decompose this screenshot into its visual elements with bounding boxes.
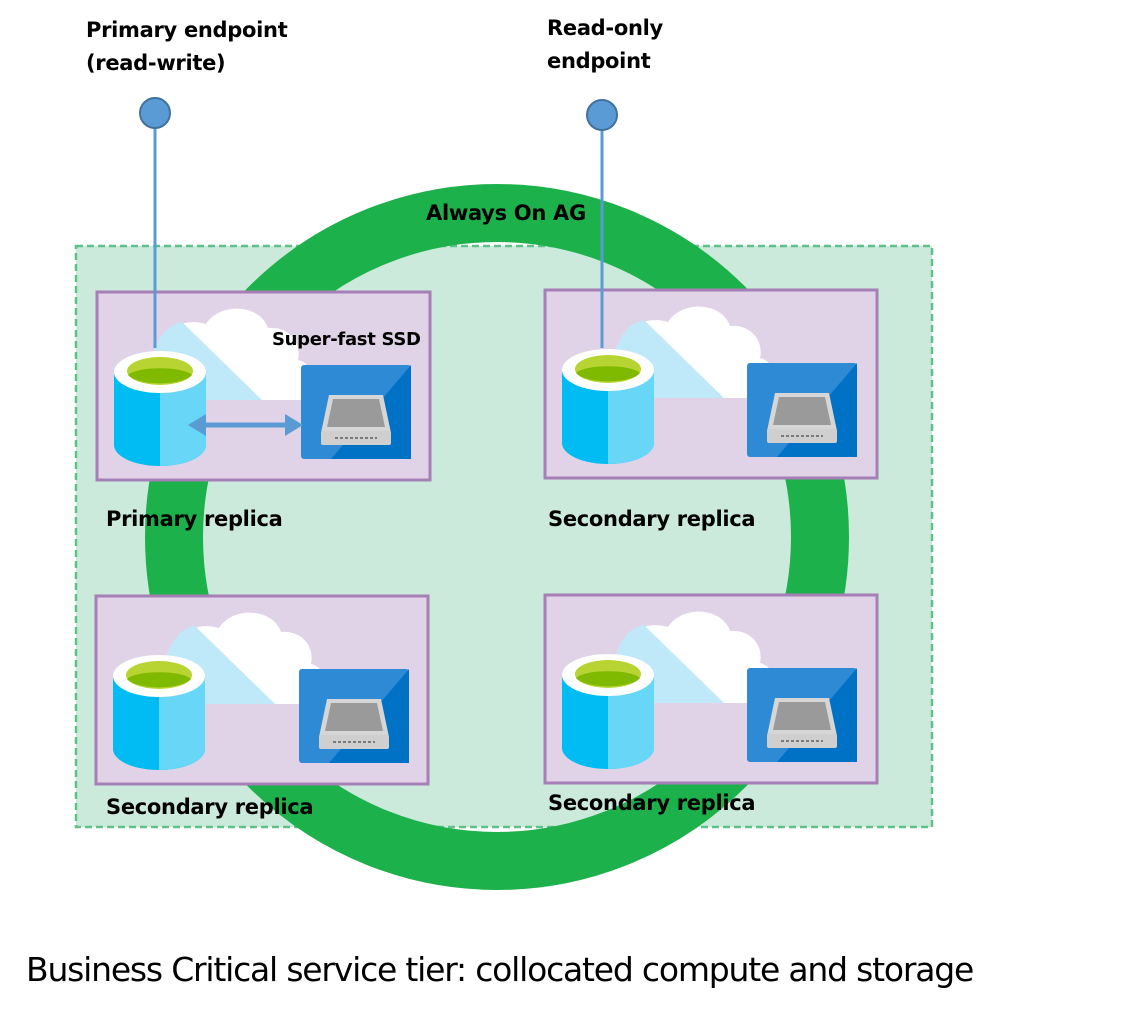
replica-label-secondary-2: Secondary replica [106, 795, 314, 819]
local-storage-arrow [188, 414, 303, 436]
primary-endpoint-connector[interactable] [139, 97, 171, 348]
replica-box-secondary-1[interactable] [543, 288, 879, 480]
replica-label-secondary-3: Secondary replica [548, 791, 756, 815]
ring-label: Always On AG [426, 201, 586, 225]
primary-endpoint-label: Primary endpoint (read-write) [86, 14, 288, 80]
database-icon [114, 351, 206, 466]
readonly-endpoint-label-line2: endpoint [547, 49, 651, 73]
readonly-endpoint-label: Read-only endpoint [547, 12, 663, 78]
replica-box-secondary-3[interactable] [543, 593, 879, 785]
ssd-icon [746, 362, 858, 458]
replica-box-secondary-2[interactable] [94, 594, 430, 786]
readonly-endpoint-label-line1: Read-only [547, 16, 663, 40]
database-icon [113, 655, 205, 770]
diagram-caption: Business Critical service tier: collocat… [26, 950, 974, 989]
readonly-endpoint-node[interactable] [586, 99, 618, 131]
primary-endpoint-label-line2: (read-write) [86, 51, 226, 75]
primary-endpoint-node[interactable] [139, 97, 171, 129]
ssd-icon [300, 364, 412, 460]
replica-label-primary: Primary replica [106, 507, 283, 531]
primary-endpoint-label-line1: Primary endpoint [86, 18, 288, 42]
replica-label-secondary-1: Secondary replica [548, 507, 756, 531]
always-on-ag-ring [145, 184, 849, 890]
ssd-icon [298, 668, 410, 764]
database-icon [562, 654, 654, 769]
replica-box-primary[interactable] [95, 290, 432, 482]
database-icon [562, 349, 654, 464]
readonly-endpoint-connector[interactable] [586, 99, 618, 348]
ssd-icon [746, 667, 858, 763]
ssd-label: Super-fast SSD [272, 329, 421, 350]
